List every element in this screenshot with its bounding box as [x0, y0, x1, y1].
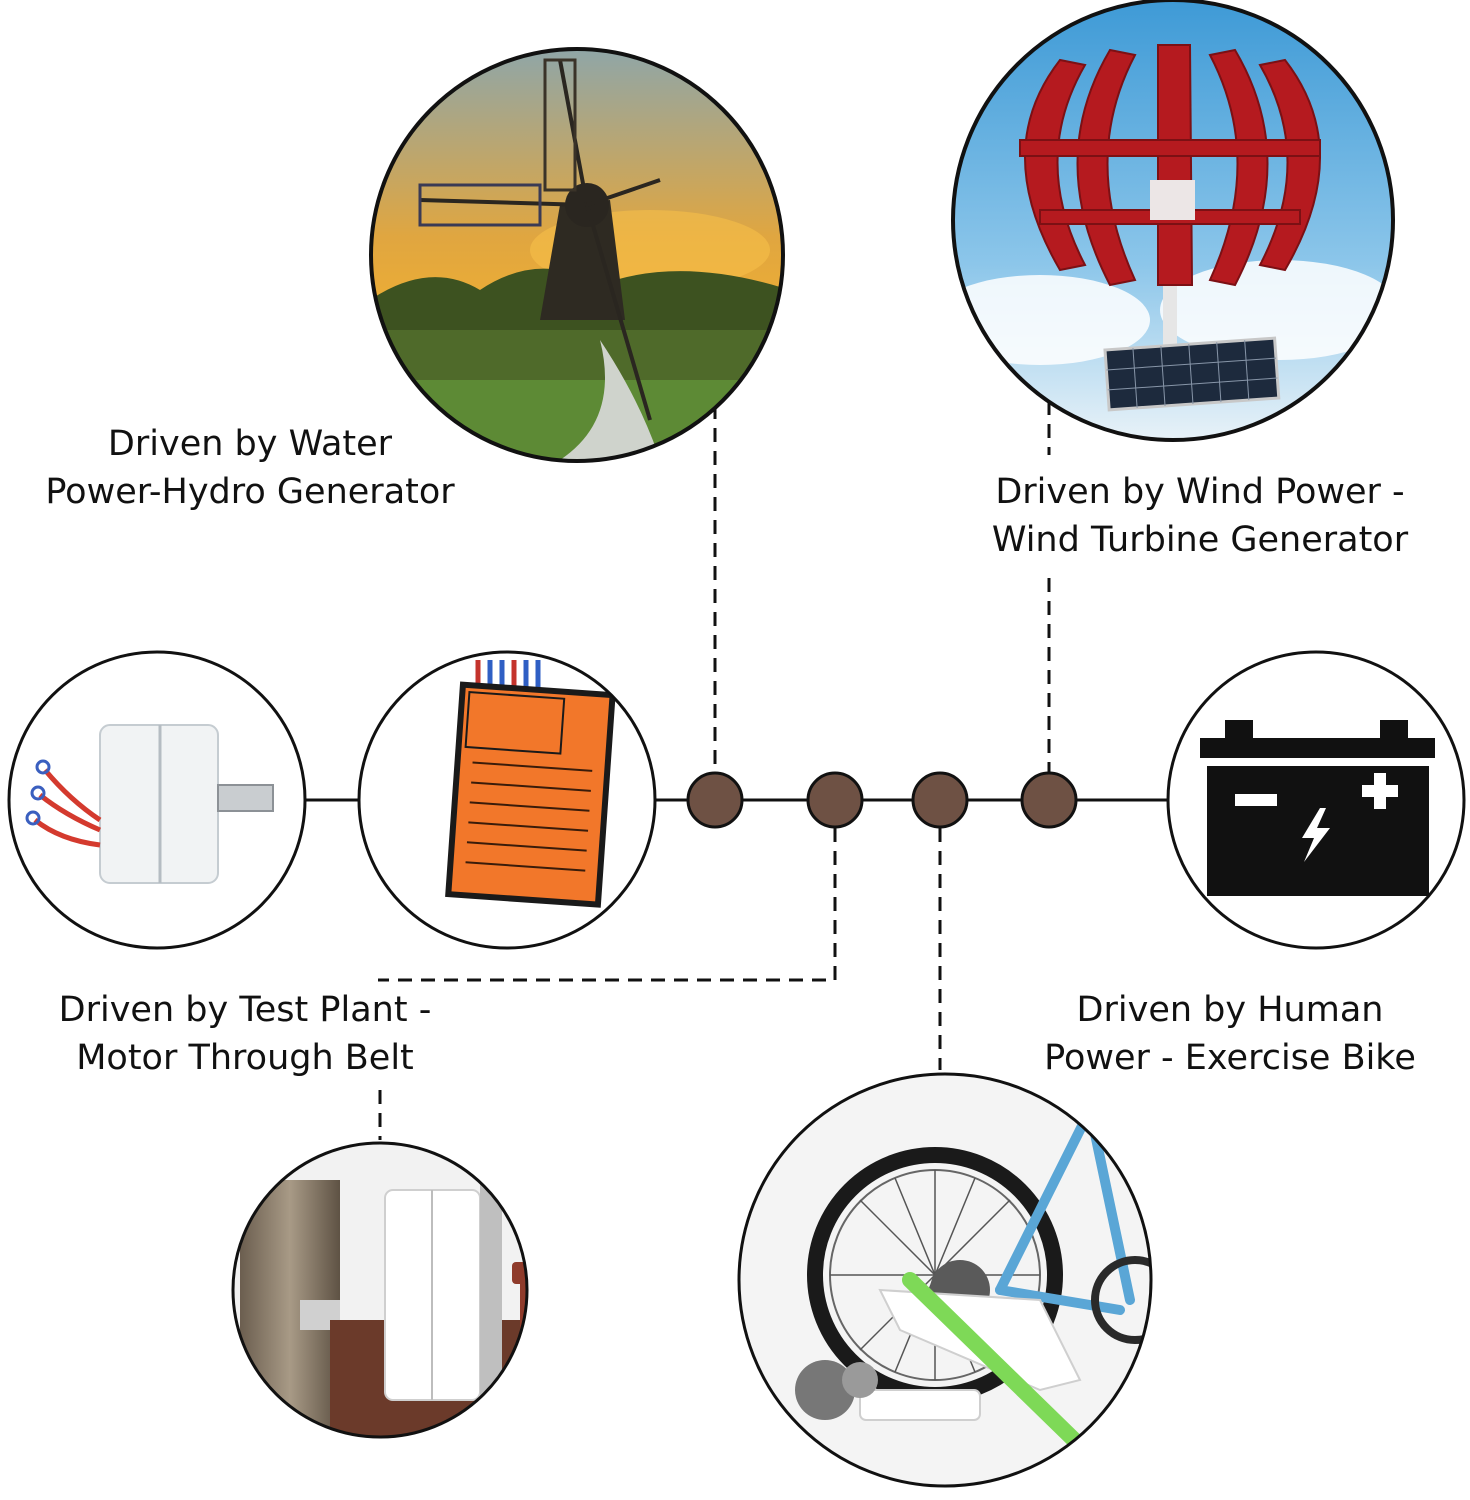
label-wind-line-2: Wind Turbine Generator	[991, 520, 1409, 560]
label-human-line-2: Power - Exercise Bike	[1044, 1038, 1416, 1078]
test-plant-dashed-connector	[378, 828, 837, 982]
node-human	[911, 771, 969, 829]
label-wind-turbine-generator: Driven by Wind Power - Wind Turbine Gene…	[965, 468, 1435, 564]
label-hydro-generator: Driven by Water Power-Hydro Generator	[20, 420, 480, 516]
wind-controller-icon	[357, 650, 657, 950]
label-human-power-bike: Driven by Human Power - Exercise Bike	[1025, 986, 1435, 1082]
label-test-plant-motor: Driven by Test Plant - Motor Through Bel…	[30, 986, 460, 1082]
vertical-wind-turbine-photo	[951, 0, 1395, 442]
node-test-plant	[806, 771, 864, 829]
node-hydro	[686, 771, 744, 829]
belt-motor-photo	[231, 1141, 529, 1439]
node-wind	[1020, 771, 1078, 829]
junction-nodes	[686, 771, 1078, 829]
generator-motor-icon	[7, 650, 307, 950]
exercise-bike-photo	[737, 1072, 1153, 1488]
label-wind-line-1: Driven by Wind Power -	[995, 472, 1405, 512]
battery-icon	[1166, 650, 1466, 950]
label-test-plant-line-2: Motor Through Belt	[76, 1038, 414, 1078]
label-hydro-line-2: Power-Hydro Generator	[45, 472, 455, 512]
label-hydro-line-1: Driven by Water	[107, 424, 393, 464]
windmill-photo	[369, 47, 785, 463]
label-human-line-1: Driven by Human	[1076, 990, 1384, 1030]
label-test-plant-line-1: Driven by Test Plant -	[58, 990, 432, 1030]
